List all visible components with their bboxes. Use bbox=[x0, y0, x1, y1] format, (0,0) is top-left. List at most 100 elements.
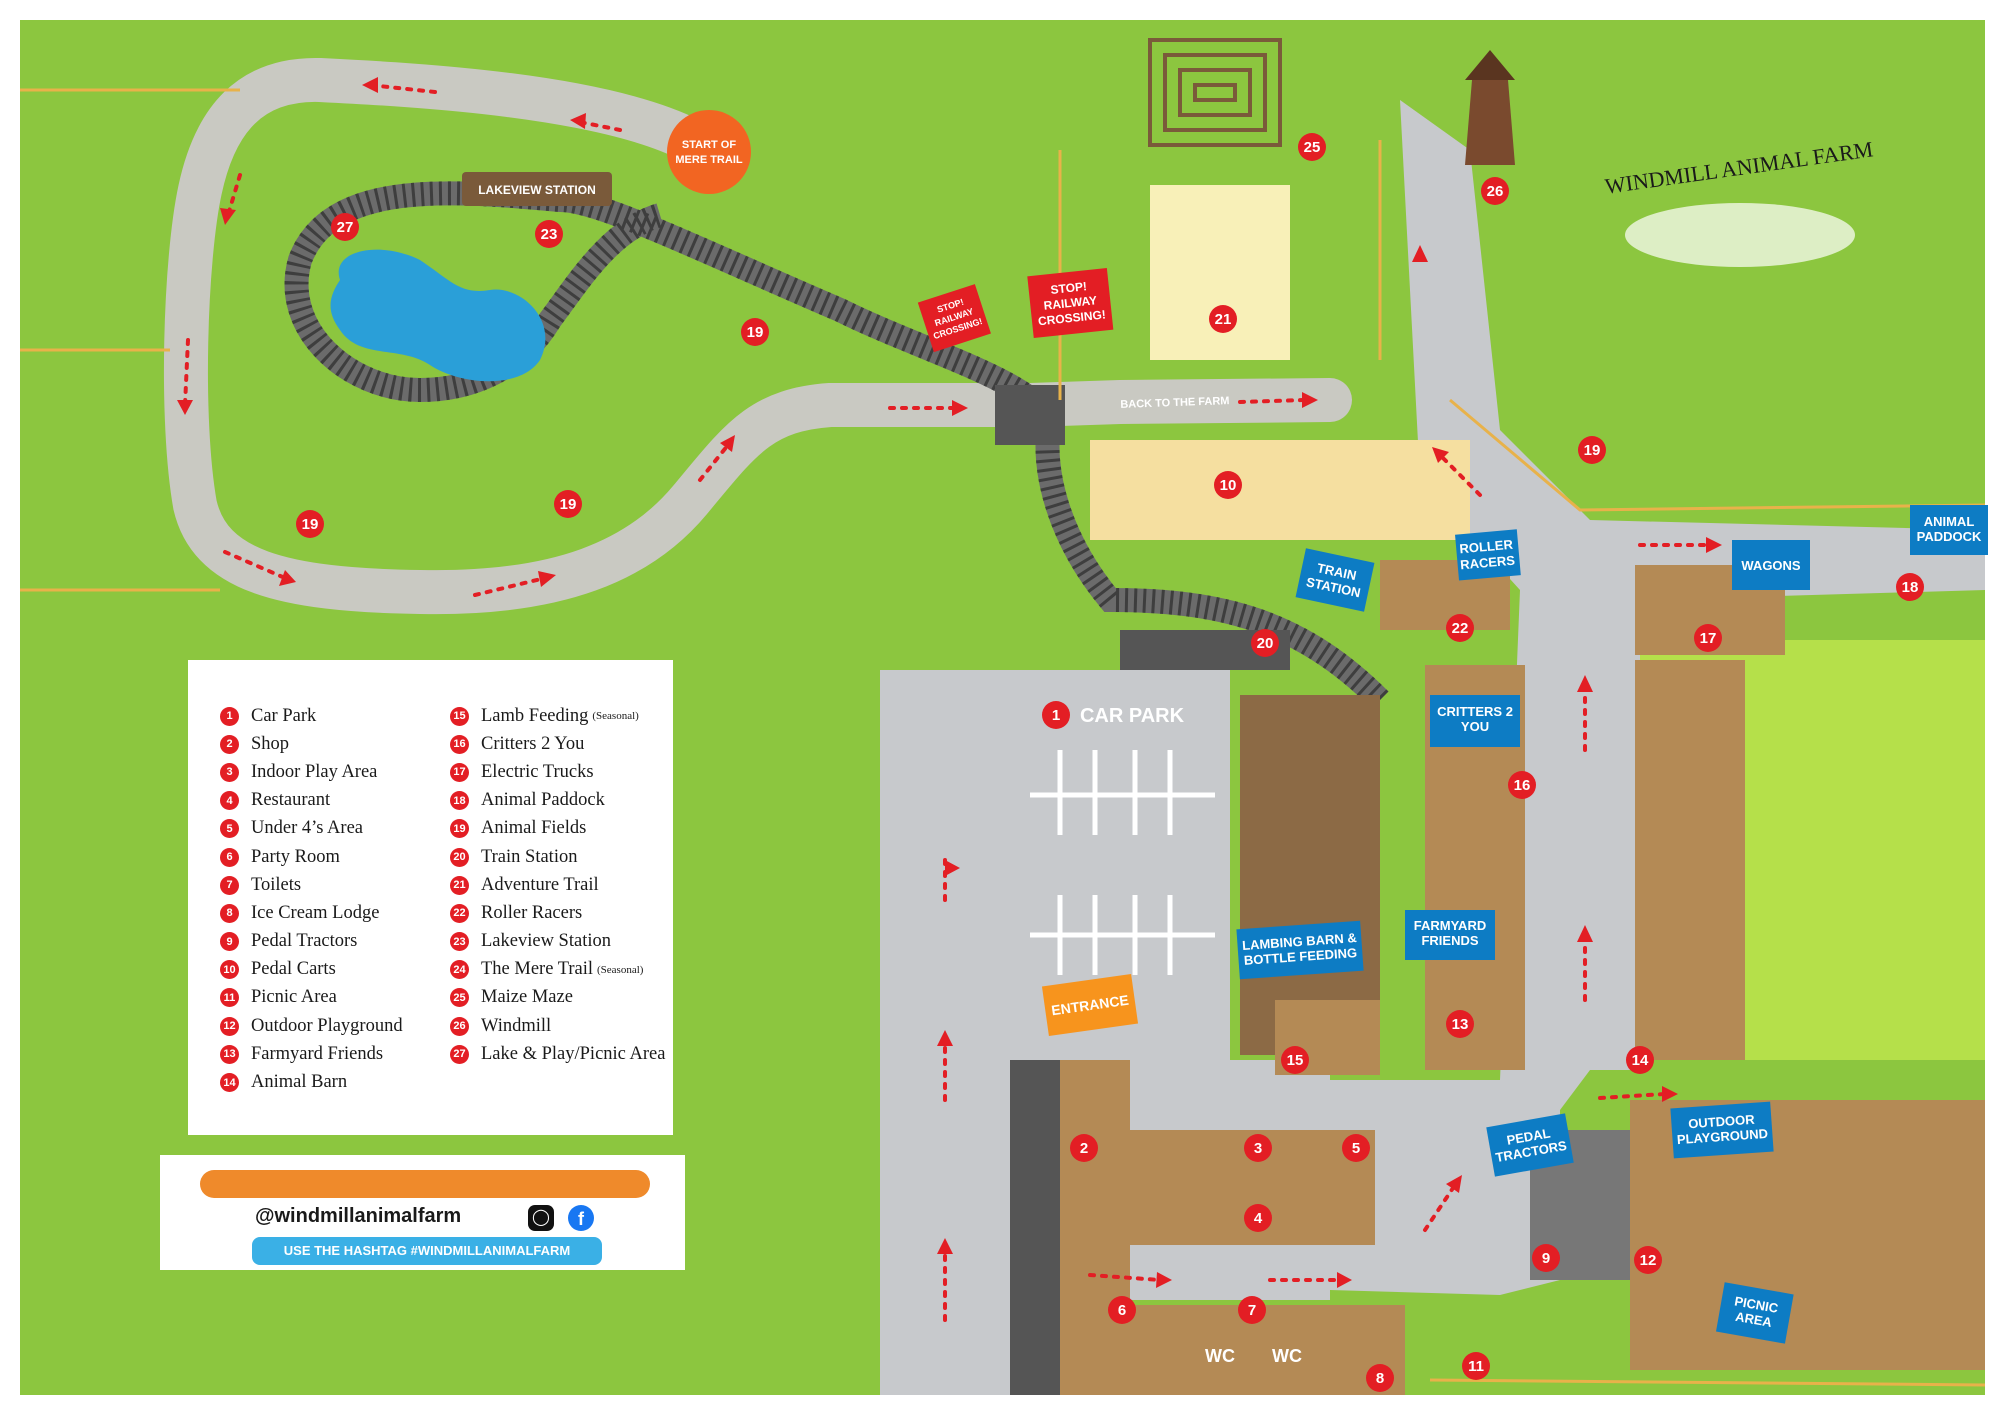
legend-number-badge: 26 bbox=[450, 1016, 469, 1036]
instagram-icon[interactable]: ◯ bbox=[528, 1205, 554, 1231]
marker-number: 25 bbox=[1304, 139, 1321, 156]
legend-label: Adventure Trail bbox=[481, 874, 599, 895]
marker-13: 13 bbox=[1446, 1010, 1474, 1038]
marker-3: 3 bbox=[1244, 1134, 1272, 1162]
fences bbox=[20, 88, 1986, 1387]
windmill bbox=[1465, 50, 1515, 165]
sign-outdoor-playground: OUTDOOR PLAYGROUND bbox=[1670, 1101, 1774, 1159]
pedal-carts-area bbox=[1090, 440, 1470, 540]
stop-large-line-2: RAILWAY bbox=[1043, 293, 1098, 313]
farm-road bbox=[1330, 100, 1985, 1295]
legend-number-badge: 10 bbox=[220, 960, 239, 980]
marker-17: 17 bbox=[1694, 624, 1722, 652]
sign-lambing-barn: LAMBING BARN & BOTTLE FEEDING bbox=[1236, 920, 1364, 980]
car-park-label: CAR PARK bbox=[1080, 705, 1185, 727]
marker-number: 7 bbox=[1248, 1302, 1256, 1319]
legend-number-badge: 22 bbox=[450, 903, 469, 923]
legend-number-badge: 15 bbox=[450, 706, 469, 726]
marker-number: 10 bbox=[1220, 477, 1237, 494]
legend-label: Lakeview Station bbox=[481, 931, 611, 952]
marker-7: 7 bbox=[1238, 1296, 1266, 1324]
sign-farmyard-friends: FARMYARD FRIENDS bbox=[1405, 910, 1495, 960]
marker-27: 27 bbox=[331, 213, 359, 241]
social-handle: @windmillanimalfarm bbox=[255, 1205, 462, 1227]
railway-crossing bbox=[995, 385, 1065, 445]
legend-label: Windmill bbox=[481, 1015, 552, 1036]
hashtag-button: USE THE HASHTAG #WINDMILLANIMALFARM bbox=[252, 1237, 602, 1265]
road-edge bbox=[1010, 1060, 1065, 1395]
sign-train-station: TRAIN STATION bbox=[1295, 548, 1375, 612]
sign-animal-paddock-line-1: ANIMAL bbox=[1924, 514, 1975, 529]
marker-number: 22 bbox=[1452, 620, 1469, 637]
parking-bays bbox=[1030, 750, 1215, 975]
legend-label: Maize Maze bbox=[481, 987, 573, 1008]
marker-number: 16 bbox=[1514, 777, 1531, 794]
legend-label: Toilets bbox=[251, 874, 302, 895]
back-to-farm-label: BACK TO THE FARM bbox=[1120, 395, 1230, 411]
marker-number: 5 bbox=[1352, 1140, 1360, 1157]
legend-number-badge: 6 bbox=[220, 847, 239, 867]
marker-8: 8 bbox=[1366, 1364, 1394, 1392]
legend-label: Restaurant bbox=[251, 790, 331, 811]
marker-19: 19 bbox=[741, 318, 769, 346]
legend-label: Lake & Play/Picnic Area bbox=[481, 1043, 666, 1064]
legend-label: Lamb Feeding bbox=[481, 705, 589, 726]
legend-label: Farmyard Friends bbox=[251, 1043, 384, 1064]
marker-number: 12 bbox=[1640, 1252, 1657, 1269]
legend-item: 13 Farmyard Friends bbox=[220, 1040, 403, 1068]
marker-number: 4 bbox=[1254, 1210, 1263, 1227]
legend-label: Train Station bbox=[481, 846, 578, 867]
marker-number: 23 bbox=[541, 226, 558, 243]
marker-number: 14 bbox=[1632, 1052, 1649, 1069]
sign-wagons-label: WAGONS bbox=[1741, 558, 1801, 573]
sign-critters-line-1: CRITTERS 2 bbox=[1437, 704, 1513, 719]
marker-2: 2 bbox=[1070, 1134, 1098, 1162]
marker-number: 20 bbox=[1257, 635, 1274, 652]
legend-label: The Mere Trail bbox=[481, 959, 594, 980]
facebook-icon[interactable]: f bbox=[568, 1205, 594, 1231]
marker-15: 15 bbox=[1281, 1046, 1309, 1074]
marker-4: 4 bbox=[1244, 1204, 1272, 1232]
marker-18: 18 bbox=[1896, 573, 1924, 601]
legend-label: Critters 2 You bbox=[481, 733, 585, 754]
sign-farmyard-line-2: FRIENDS bbox=[1421, 933, 1478, 948]
legend-label: Animal Barn bbox=[251, 1072, 348, 1093]
marker-number: 21 bbox=[1215, 311, 1232, 328]
legend-label: Electric Trucks bbox=[481, 761, 594, 782]
marker-12: 12 bbox=[1634, 1246, 1662, 1274]
marker-number: 15 bbox=[1287, 1052, 1304, 1069]
sign-playground-line-1: OUTDOOR bbox=[1688, 1112, 1756, 1132]
legend-label: Party Room bbox=[251, 846, 340, 867]
marker-number: 27 bbox=[337, 219, 354, 236]
sign-picnic-area: PICNIC AREA bbox=[1716, 1282, 1794, 1344]
sign-wagons: WAGONS bbox=[1732, 540, 1810, 590]
marker-19: 19 bbox=[554, 490, 582, 518]
animal-barn-pens bbox=[1635, 660, 1745, 1060]
sign-critters-2-you: CRITTERS 2 YOU bbox=[1430, 695, 1520, 747]
sign-farmyard-line-1: FARMYARD bbox=[1414, 918, 1486, 933]
sign-critters-line-2: YOU bbox=[1461, 719, 1489, 734]
marker-14: 14 bbox=[1626, 1046, 1654, 1074]
legend-number-badge: 13 bbox=[220, 1044, 239, 1064]
marker-number: 26 bbox=[1487, 183, 1504, 200]
legend-number-badge: 18 bbox=[450, 791, 469, 811]
legend-label: Animal Paddock bbox=[481, 790, 605, 811]
legend-item: 18 Animal Paddock bbox=[450, 787, 665, 815]
stop-sign-large: STOP! RAILWAY CROSSING! bbox=[1027, 267, 1114, 338]
